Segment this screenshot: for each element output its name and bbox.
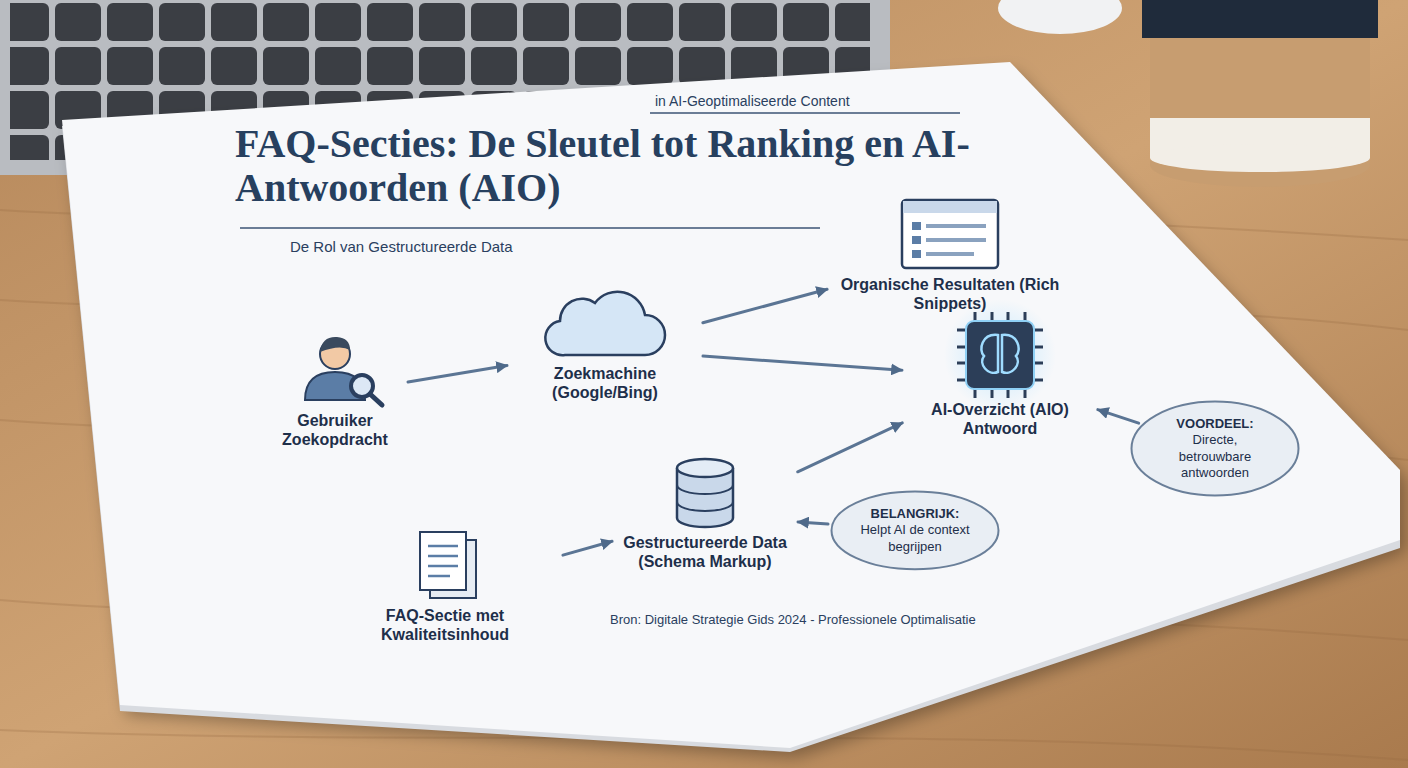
mouse [998,0,1122,34]
cloud-icon [545,292,665,355]
ai-chip-icon [944,299,1056,411]
flow-arrow [1098,410,1139,424]
user-icon [305,337,382,405]
browser-icon [902,200,998,268]
node-label: FAQ-Sectie met Kwaliteitsinhoud [330,606,560,644]
rule-line [240,227,820,229]
rule-line [650,112,960,114]
callout-heading: VOORDEEL: [1156,416,1274,432]
document-icon [420,532,476,598]
callout-ellipse [832,492,999,570]
flow-arrow [798,423,903,472]
flow-arrow [563,541,612,555]
paper-sheet [62,62,1400,748]
flow-node: Zoekmachine (Google/Bing) [510,292,700,406]
callout-heading: BELANGRIJK: [856,506,974,522]
callout-oval: VOORDEEL:Directe, betrouwbare antwoorden [1130,400,1300,497]
flow-node: Gestructureerde Data (Schema Markup) [615,455,795,575]
callout-ellipse [1132,402,1299,496]
subtitle-text: in AI-Geoptimaliseerde Content [655,93,985,110]
flow-arrow [408,366,507,383]
callout-text: Helpt AI de context begrijpen [856,522,974,555]
source-note: Bron: Digitale Strategie Gids 2024 - Pro… [610,612,1110,628]
title-text: FAQ-Secties: De Sleutel tot Ranking en A… [235,122,995,210]
flow-node: AI-Overzicht (AIO) Antwoord [905,312,1095,442]
node-label: AI-Overzicht (AIO) Antwoord [905,400,1095,438]
callout-text: Directe, betrouwbare antwoorden [1156,432,1274,481]
flow-node: Organische Resultaten (Rich Snippets) [830,195,1070,317]
flow-node: FAQ-Sectie met Kwaliteitsinhoud [330,528,560,648]
flow-arrow [703,356,902,370]
node-label: Organische Resultaten (Rich Snippets) [830,275,1070,313]
callout-oval: BELANGRIJK:Helpt AI de context begrijpen [830,490,1000,571]
node-label: Gebruiker Zoekopdracht [265,411,405,449]
database-icon [677,459,733,527]
node-label: Zoekmachine (Google/Bing) [510,364,700,402]
coffee-cup [1142,0,1378,187]
flow-node: Gebruiker Zoekopdracht [265,335,405,453]
flow-arrow [798,522,828,524]
flow-arrow [703,289,827,323]
node-label: Gestructureerde Data (Schema Markup) [615,533,795,571]
subtitle-text: De Rol van Gestructureerde Data [290,238,770,256]
